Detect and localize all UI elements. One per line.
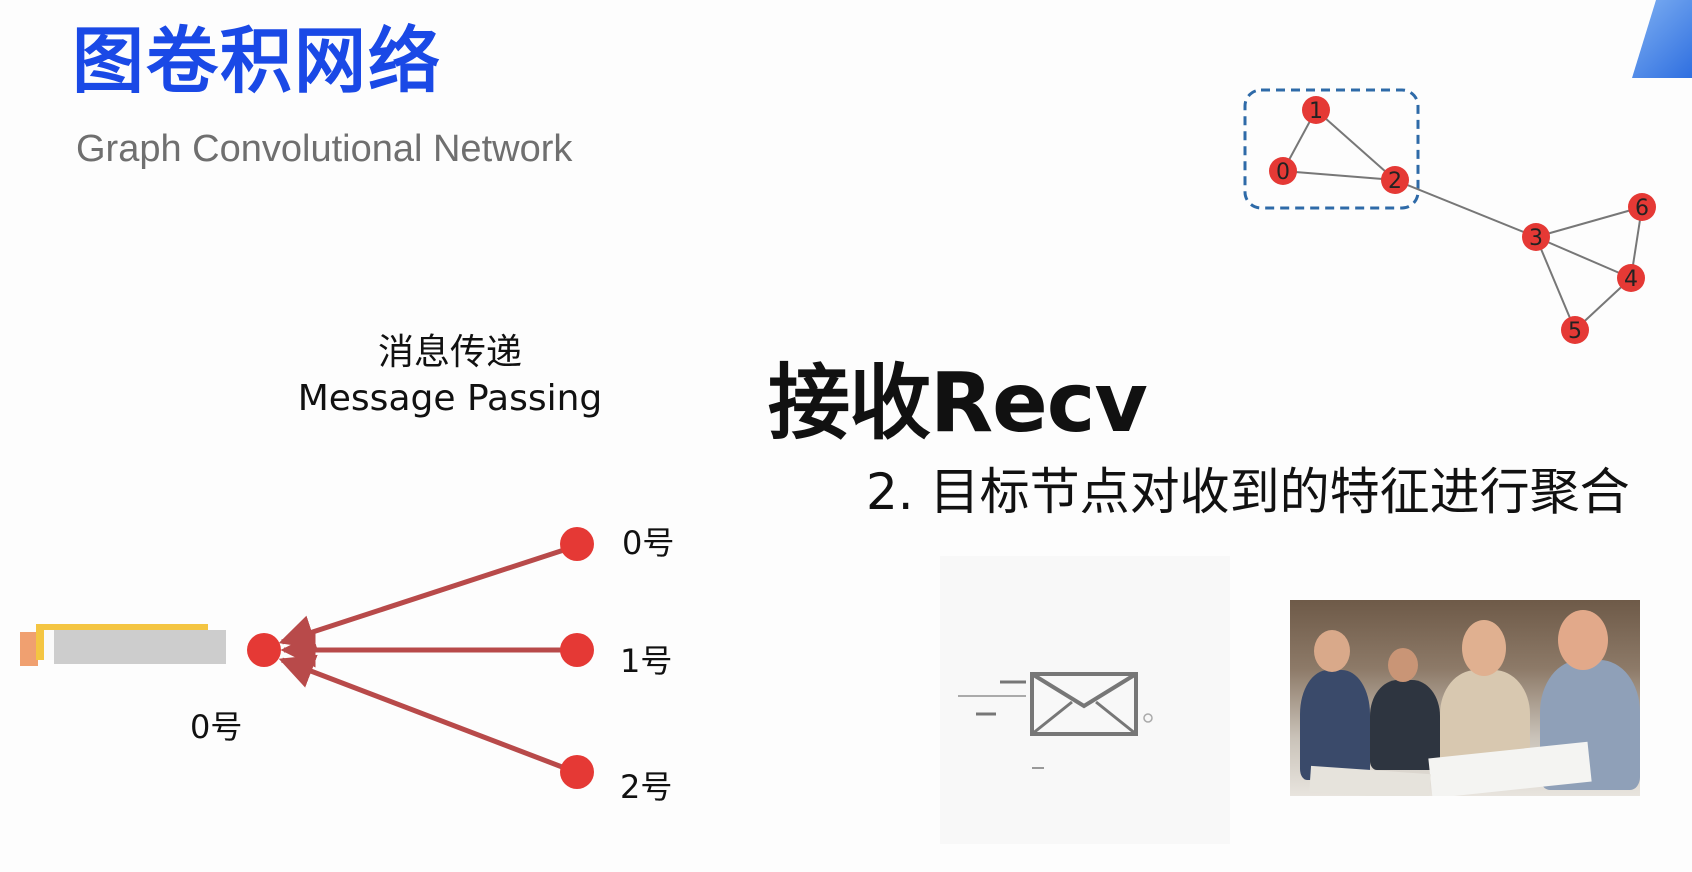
graph-node-label-1: 1 (1309, 99, 1323, 124)
message-passing-en: Message Passing (297, 378, 603, 419)
graph-node-label-6: 6 (1635, 196, 1649, 221)
target-node (247, 633, 281, 667)
highlight-box (1243, 88, 1420, 210)
slide-subtitle: Graph Convolutional Network (76, 128, 573, 170)
graph-node-label-3: 3 (1529, 226, 1543, 251)
graph-node-0 (1269, 157, 1297, 185)
arrow-from-0 (278, 545, 571, 649)
source-node-0 (560, 527, 594, 561)
message-passing-title: 消息传递 Message Passing (270, 330, 630, 422)
envelope-icon (958, 672, 1153, 769)
graph-node-5 (1561, 316, 1589, 344)
feature-bar-gray (54, 630, 226, 664)
source-node-2 (560, 755, 594, 789)
graph-node-label-4: 4 (1624, 267, 1638, 292)
graph-node-label-2: 2 (1388, 169, 1402, 194)
graph-node-6 (1628, 193, 1656, 221)
graph-nodes: 0 1 2 3 4 5 6 (1269, 96, 1656, 344)
slide-title: 图卷积网络 (72, 19, 443, 103)
graph-edges (1282, 109, 1643, 331)
graph-node-2 (1381, 166, 1409, 194)
source-label-0: 0号 (622, 524, 675, 562)
people-aggregating-photo (1290, 600, 1640, 796)
graph-node-label-5: 5 (1568, 319, 1582, 344)
source-label-1: 1号 (620, 642, 673, 680)
mail-illustration (940, 556, 1230, 844)
message-passing-zh: 消息传递 (377, 332, 522, 373)
graph-node-3 (1522, 223, 1550, 251)
graph-node-4 (1617, 264, 1645, 292)
arrow-from-2 (278, 654, 571, 773)
source-node-1 (560, 633, 594, 667)
source-label-2: 2号 (620, 768, 673, 806)
graph-node-label-0: 0 (1276, 160, 1290, 185)
step-text: 2. 目标节点对收到的特征进行聚合 (866, 463, 1630, 521)
target-node-label: 0号 (190, 708, 243, 746)
feature-bar-orange (20, 632, 38, 666)
graph-node-1 (1302, 96, 1330, 124)
recv-heading: 接收Recv (768, 356, 1148, 451)
